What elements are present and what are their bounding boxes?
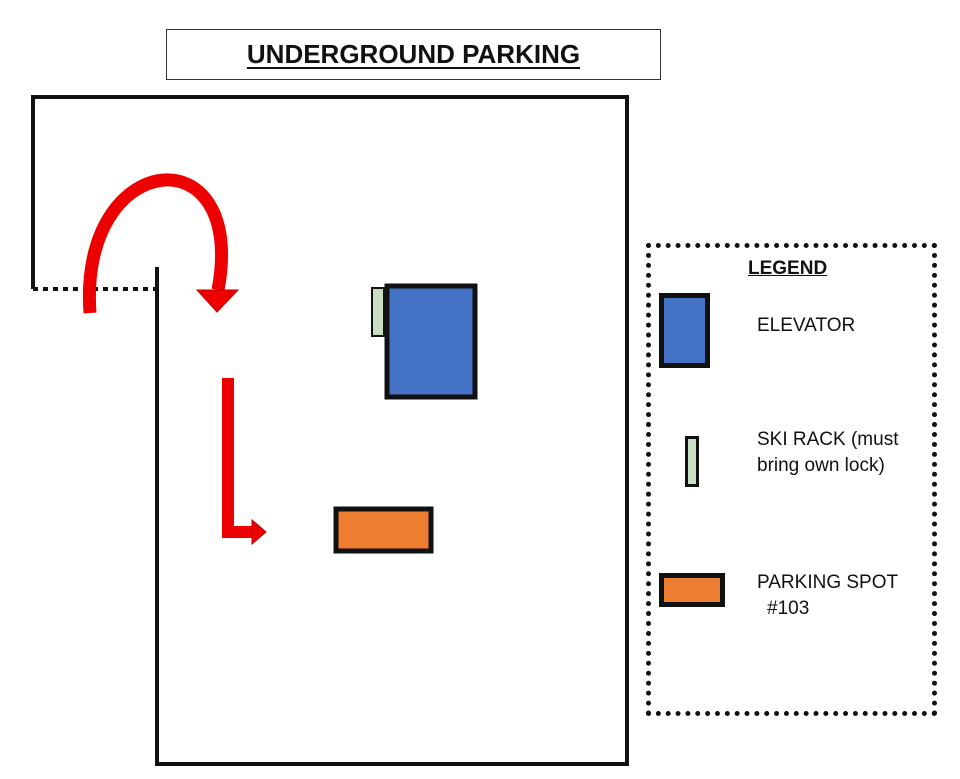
legend-label-elevator: ELEVATOR: [757, 313, 855, 339]
legend-title: LEGEND: [748, 258, 828, 279]
title-box: UNDERGROUND PARKING: [166, 29, 661, 80]
elevator-swatch-icon: [659, 293, 710, 368]
legend-parking-spot-line-2: #103: [767, 598, 810, 619]
legend-ski-rack-line-1: SKI RACK (must: [757, 429, 899, 450]
page-title: UNDERGROUND PARKING: [246, 39, 581, 69]
legend-label-parking-spot: PARKING SPOT #103: [757, 570, 898, 622]
legend-ski-rack-line-2: bring own lock): [757, 455, 885, 476]
parking-spot-103: [333, 506, 434, 554]
legend-label-ski-rack: SKI RACK (must bring own lock): [757, 427, 898, 479]
direction-arrow-to-spot: [222, 378, 267, 546]
elevator: [384, 283, 478, 400]
ski-rack: [371, 287, 385, 337]
legend-parking-spot-line-1: PARKING SPOT: [757, 572, 899, 593]
entry-u-turn-arrow: [82, 173, 240, 314]
legend-box: [646, 243, 937, 716]
garage-outer-wall: [31, 95, 629, 766]
legend-elevator-line-1: ELEVATOR: [757, 315, 856, 336]
parking-spot-swatch-icon: [659, 573, 725, 607]
ski-rack-swatch-icon: [685, 436, 699, 487]
